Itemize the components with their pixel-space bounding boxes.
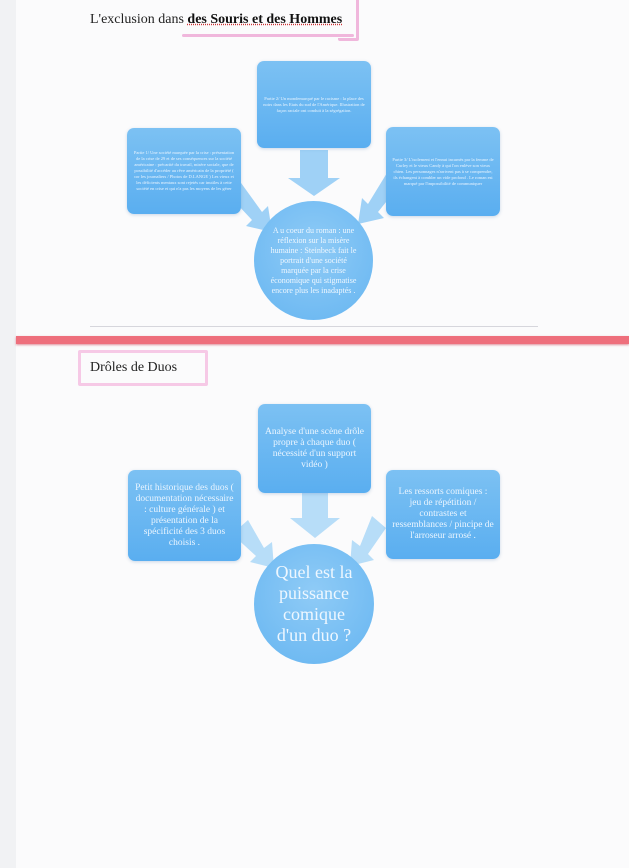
arrow2-right-diag: [350, 516, 386, 566]
title2-highlight-frame: [78, 350, 208, 386]
section1-title: L'exclusion dans des Souris et des Homme…: [90, 12, 342, 28]
section1-title-prefix: L'exclusion dans: [90, 12, 188, 27]
section1-center-text: A u coeur du roman : une réflexion sur l…: [270, 225, 357, 295]
section2-left-box: Petit historique des duos ( documentatio…: [128, 470, 241, 561]
section2-top-box: Analyse d'une scène drôle propre à chaqu…: [258, 404, 371, 493]
title-highlight-frame: [338, 0, 359, 41]
section1-right-box: Partie 3/ L'isolement et l'ennui incarné…: [386, 127, 500, 216]
section2-right-box-text: Les ressorts comiques : jeu de répétitio…: [392, 487, 494, 541]
section2-right-box: Les ressorts comiques : jeu de répétitio…: [386, 470, 500, 559]
section2-title: Drôles de Duos: [90, 360, 178, 375]
section1-left-box: Partie 1/ Une société marquée par la cri…: [127, 128, 241, 214]
section1-top-box: Partie 2/ Un mondemarqué par le racisme …: [257, 61, 371, 148]
arrow-top-down: [288, 150, 340, 196]
arrow2-left-diag: [232, 520, 274, 568]
section1-title-bold: des Souris et des Hommes: [187, 12, 343, 27]
section-separator-line: [90, 326, 538, 327]
arrow2-top-down: [290, 490, 340, 538]
title-highlight-underline: [182, 34, 354, 37]
section2-center-circle: Quel est la puissance comique d'un duo ?: [254, 544, 374, 664]
section-divider: [16, 336, 629, 344]
section1-right-box-text: Partie 3/ L'isolement et l'ennui incarné…: [392, 156, 494, 186]
section2-top-box-text: Analyse d'une scène drôle propre à chaqu…: [264, 426, 365, 470]
section1-top-box-text: Partie 2/ Un mondemarqué par le racisme …: [263, 95, 365, 113]
section1-left-box-text: Partie 1/ Une société marquée par la cri…: [133, 150, 235, 191]
section2-left-box-text: Petit historique des duos ( documentatio…: [135, 482, 234, 548]
section2-center-text: Quel est la puissance comique d'un duo ?: [275, 562, 353, 645]
section1-center-circle: A u coeur du roman : une réflexion sur l…: [254, 201, 373, 320]
